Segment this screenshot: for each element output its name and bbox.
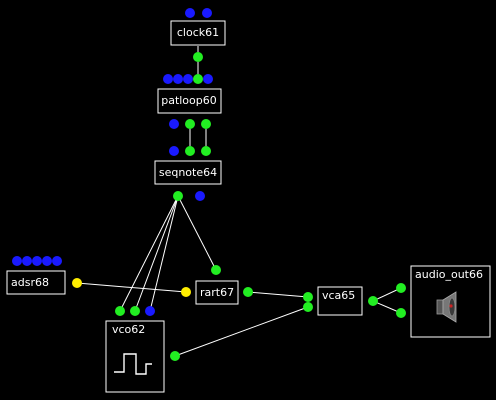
vco62-input-port-2[interactable] xyxy=(130,306,140,316)
module-adsr68[interactable]: adsr68 xyxy=(6,256,82,295)
wire-seqnote-vco-3[interactable] xyxy=(149,195,179,312)
wire-vca-audio-out-1[interactable] xyxy=(372,287,402,302)
vca65-input-port-1[interactable] xyxy=(303,292,313,302)
square-wave-icon xyxy=(114,353,152,375)
seqnote64-input-port-1[interactable] xyxy=(169,146,179,156)
speaker-icon xyxy=(436,291,457,323)
rart67-output-port[interactable] xyxy=(243,287,253,297)
vco62-input-port-1[interactable] xyxy=(115,306,125,316)
module-adsr68-box[interactable] xyxy=(6,270,66,295)
module-rart67-label: rart67 xyxy=(200,286,234,299)
module-vca65-label: vca65 xyxy=(322,289,355,302)
seqnote64-output-port-2[interactable] xyxy=(195,191,205,201)
module-vco62-box[interactable] xyxy=(105,320,165,393)
module-seqnote64[interactable]: seqnote64 xyxy=(154,146,222,201)
wires xyxy=(76,46,402,357)
vca65-output-port[interactable] xyxy=(368,296,378,306)
adsr68-output-port[interactable] xyxy=(72,278,82,288)
module-patloop60-label: patloop60 xyxy=(161,94,217,107)
module-seqnote64-label: seqnote64 xyxy=(159,166,217,179)
patloop60-input-port-3[interactable] xyxy=(183,74,193,84)
adsr68-input-port-1[interactable] xyxy=(12,256,22,266)
clock61-input-port-2[interactable] xyxy=(202,8,212,18)
patloop60-input-port-5[interactable] xyxy=(203,74,213,84)
patloop60-input-port-1[interactable] xyxy=(163,74,173,84)
rart67-input-port-left[interactable] xyxy=(181,287,191,297)
patloop60-input-port-clock[interactable] xyxy=(193,74,203,84)
wire-seqnote-rart[interactable] xyxy=(177,195,217,271)
clock61-output-port[interactable] xyxy=(193,52,203,62)
module-rart67[interactable]: rart67 xyxy=(181,265,253,305)
wire-seqnote-vco-2[interactable] xyxy=(134,195,179,312)
seqnote64-output-port-note[interactable] xyxy=(173,191,183,201)
module-patloop60-box[interactable] xyxy=(157,88,222,114)
audio_out66-input-port-left[interactable] xyxy=(396,283,406,293)
wire-seqnote-vco-1[interactable] xyxy=(119,195,179,312)
module-vco62-label: vco62 xyxy=(112,323,145,336)
adsr68-input-port-5[interactable] xyxy=(52,256,62,266)
adsr68-input-port-4[interactable] xyxy=(42,256,52,266)
wire-vco-vca[interactable] xyxy=(174,306,309,357)
patloop60-output-port-1[interactable] xyxy=(169,119,179,129)
module-clock61[interactable]: clock61 xyxy=(170,8,226,62)
patloop60-output-port-2[interactable] xyxy=(185,119,195,129)
wire-rart-vca[interactable] xyxy=(247,291,309,298)
module-vca65[interactable]: vca65 xyxy=(303,286,378,316)
rart67-input-port-top[interactable] xyxy=(211,265,221,275)
wire-adsr-rart[interactable] xyxy=(76,282,187,293)
module-clock61-label: clock61 xyxy=(177,26,219,39)
clock61-input-port-1[interactable] xyxy=(185,8,195,18)
module-vca65-box[interactable] xyxy=(317,286,363,316)
seqnote64-input-port-3[interactable] xyxy=(201,146,211,156)
audio_out66-input-port-right[interactable] xyxy=(396,308,406,318)
adsr68-input-port-2[interactable] xyxy=(22,256,32,266)
module-rart67-box[interactable] xyxy=(195,280,239,305)
adsr68-input-port-3[interactable] xyxy=(32,256,42,266)
module-audio_out66[interactable]: audio_out66 xyxy=(396,265,491,338)
seqnote64-input-port-2[interactable] xyxy=(185,146,195,156)
module-audio_out66-label: audio_out66 xyxy=(415,268,483,281)
module-clock61-box[interactable] xyxy=(170,20,226,46)
vco62-output-port[interactable] xyxy=(170,351,180,361)
patloop60-input-port-2[interactable] xyxy=(173,74,183,84)
module-patloop60[interactable]: patloop60 xyxy=(157,74,222,129)
module-seqnote64-box[interactable] xyxy=(154,160,222,185)
module-vco62[interactable]: vco62 xyxy=(105,306,180,393)
patloop60-output-port-3[interactable] xyxy=(201,119,211,129)
module-adsr68-label: adsr68 xyxy=(11,276,49,289)
vca65-input-port-2[interactable] xyxy=(303,302,313,312)
wire-vca-audio-out-2[interactable] xyxy=(372,300,402,314)
vco62-input-port-3[interactable] xyxy=(145,306,155,316)
